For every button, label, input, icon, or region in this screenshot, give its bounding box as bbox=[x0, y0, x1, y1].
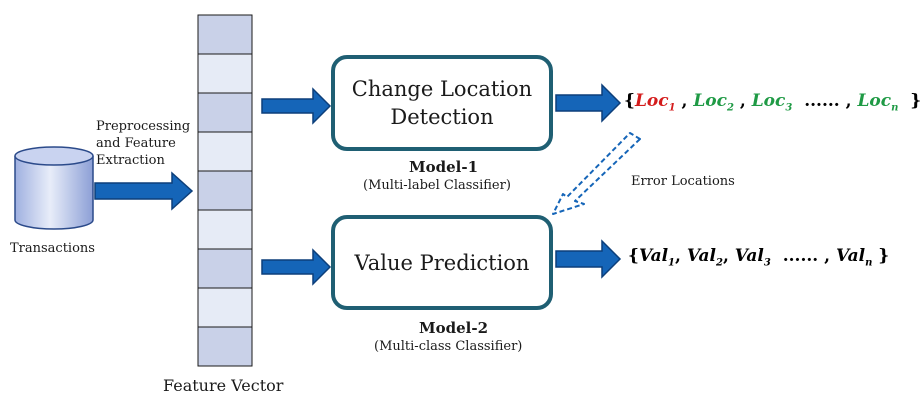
preprocessing-line-3: Extraction bbox=[96, 153, 165, 168]
val-open-brace: { bbox=[628, 246, 639, 266]
loc-item-3: Loc3 bbox=[751, 91, 793, 114]
arrow-to-model1 bbox=[261, 87, 332, 125]
val-ellipsis: ...... bbox=[782, 246, 819, 266]
model1-subtitle: (Multi-label Classifier) bbox=[363, 178, 511, 193]
model1-box-line-1: Change Location bbox=[351, 77, 533, 101]
change-location-detection-box: Change Location Detection bbox=[331, 55, 553, 151]
feature-vector-cell bbox=[197, 170, 253, 211]
arrow-to-val-output bbox=[555, 239, 622, 279]
feature-vector-cell bbox=[197, 248, 253, 289]
loc-ellipsis: ...... bbox=[804, 91, 840, 111]
arrow-to-loc-output bbox=[555, 83, 622, 123]
value-prediction-box: Value Prediction bbox=[331, 215, 553, 310]
loc-sep-1: , bbox=[681, 91, 688, 111]
loc-item-1: Loc1 bbox=[634, 91, 676, 114]
feature-vector-cell bbox=[197, 53, 253, 94]
feature-vector-label: Feature Vector bbox=[163, 376, 284, 395]
loc-sep-3: , bbox=[845, 91, 852, 111]
feature-vector-stack bbox=[197, 14, 253, 367]
feature-vector-cell bbox=[197, 326, 253, 367]
feature-vector-cell bbox=[197, 14, 253, 55]
feature-vector-cell bbox=[197, 131, 253, 172]
loc-close-brace: } bbox=[910, 91, 922, 111]
arrow-to-model2 bbox=[261, 248, 332, 286]
model2-title: Model-2 bbox=[419, 319, 489, 337]
val-item-n: Valn bbox=[835, 246, 873, 269]
val-item-2: Val2 bbox=[686, 246, 723, 269]
model1-title: Model-1 bbox=[409, 158, 479, 176]
model1-box-line-2: Detection bbox=[390, 105, 494, 129]
arrow-to-feature-vector bbox=[94, 171, 194, 211]
val-item-1: Val1 bbox=[638, 246, 676, 269]
preprocessing-line-2: and Feature bbox=[96, 136, 176, 151]
transactions-label: Transactions bbox=[10, 241, 95, 256]
feature-vector-cell bbox=[197, 209, 253, 250]
model2-box-text: Value Prediction bbox=[354, 250, 530, 275]
database-icon bbox=[14, 146, 94, 230]
error-locations-arrow bbox=[552, 132, 641, 215]
location-output-set: {Loc1 , Loc2 , Loc3 ...... , Locn } bbox=[624, 91, 921, 113]
val-sep-3: , bbox=[824, 246, 831, 266]
loc-item-n: Locn bbox=[857, 91, 899, 114]
loc-sep-2: , bbox=[739, 91, 746, 111]
val-sep-1: , bbox=[675, 246, 681, 266]
loc-item-2: Loc2 bbox=[693, 91, 734, 114]
loc-open-brace: { bbox=[624, 91, 635, 111]
value-output-set: {Val1, Val2, Val3 ...... , Valn } bbox=[628, 246, 889, 268]
model2-subtitle: (Multi-class Classifier) bbox=[374, 339, 523, 354]
val-sep-2: , bbox=[722, 246, 729, 266]
val-item-3: Val3 bbox=[734, 246, 771, 269]
error-locations-label: Error Locations bbox=[631, 174, 735, 189]
val-close-brace: } bbox=[878, 246, 890, 266]
feature-vector-cell bbox=[197, 287, 253, 328]
preprocessing-line-1: Preprocessing bbox=[96, 119, 191, 134]
preprocessing-label: Preprocessing and Feature Extraction bbox=[96, 118, 190, 169]
feature-vector-cell bbox=[197, 92, 253, 133]
